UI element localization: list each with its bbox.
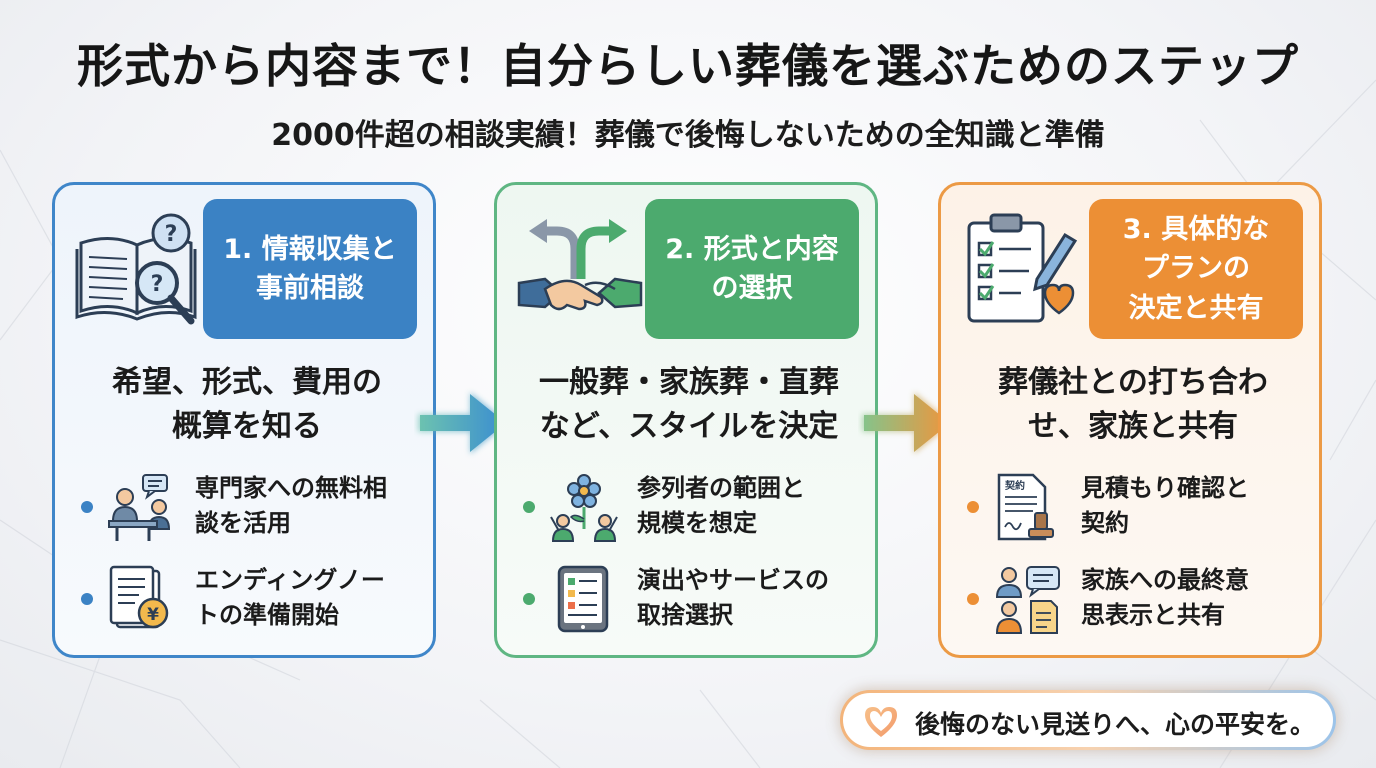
list-item-text: エンディングノー トの準備開始 — [195, 566, 385, 629]
closing-message-pill: 後悔のない見送りへ、心の平安を。 — [840, 690, 1336, 750]
step-badge-2: 2. 形式と内容 の選択 — [645, 199, 859, 339]
svg-text:?: ? — [151, 272, 164, 297]
handshake-split-arrows-icon — [517, 219, 643, 311]
step-badge-1: 1. 情報収集と 事前相談 — [203, 199, 417, 339]
closing-message-text: 後悔のない見送りへ、心の平安を。 — [915, 710, 1316, 739]
step-badge-3: 3. 具体的な プランの 決定と共有 — [1089, 199, 1303, 339]
family-message-icon — [995, 566, 1060, 634]
flower-attendees-icon — [550, 474, 618, 542]
list-item-text: 専門家への無料相 談を活用 — [195, 474, 387, 537]
tablet-checklist-icon — [557, 565, 609, 633]
step-description-2: 一般葬・家族葬・直葬 など、スタイルを決定 — [539, 365, 839, 444]
bullet-dot — [523, 593, 535, 605]
list-item-text: 家族への最終意 思表示と共有 — [1081, 566, 1249, 629]
heart-icon — [865, 707, 897, 737]
bullet-dot — [81, 593, 93, 605]
list-item-text: 参列者の範囲と 規模を想定 — [637, 474, 805, 537]
step-card-1: ? ? 1. 情報収集と 事前相談 希望、形式、費用の 概算を知る 専門家への無… — [52, 182, 436, 658]
step-arrow-icon — [862, 392, 952, 454]
step-card-3: 3. 具体的な プランの 決定と共有 葬儀社との打ち合わ せ、家族と共有 契約 … — [938, 182, 1322, 658]
page-title: 形式から内容まで！自分らしい葬儀を選ぶためのステップ — [77, 39, 1299, 93]
bullet-dot — [967, 501, 979, 513]
step-description-3: 葬儀社との打ち合わ せ、家族と共有 — [998, 365, 1268, 444]
list-item: 専門家への無料相 談を活用 — [77, 467, 427, 547]
list-item-text: 演出やサービスの 取捨選択 — [637, 566, 829, 629]
list-item: 参列者の範囲と 規模を想定 — [519, 467, 869, 547]
clipboard-checklist-heart-icon — [967, 213, 1078, 323]
list-item: 家族への最終意 思表示と共有 — [963, 559, 1313, 639]
bullet-dot — [523, 501, 535, 513]
page-subtitle: 2000件超の相談実績！葬儀で後悔しないための全知識と準備 — [271, 118, 1105, 153]
step-arrow-icon — [418, 392, 508, 454]
consultation-icon — [108, 474, 171, 541]
contract-stamp-icon: 契約 — [997, 473, 1054, 541]
step-description-1: 希望、形式、費用の 概算を知る — [112, 365, 382, 444]
contract-label: 契約 — [1005, 479, 1025, 492]
step-card-2: 2. 形式と内容 の選択 一般葬・家族葬・直葬 など、スタイルを決定 参列者の範… — [494, 182, 878, 658]
list-item: 契約 見積もり確認と 契約 — [963, 467, 1313, 547]
list-item: ¥ エンディングノー トの準備開始 — [77, 559, 427, 639]
list-item-text: 見積もり確認と 契約 — [1081, 474, 1249, 537]
bullet-dot — [967, 593, 979, 605]
list-item: 演出やサービスの 取捨選択 — [519, 559, 869, 639]
svg-text:¥: ¥ — [147, 605, 159, 625]
ending-note-yen-icon: ¥ — [109, 565, 169, 629]
bullet-dot — [81, 501, 93, 513]
book-magnifier-question-icon: ? ? — [75, 213, 197, 325]
svg-text:?: ? — [165, 222, 178, 247]
